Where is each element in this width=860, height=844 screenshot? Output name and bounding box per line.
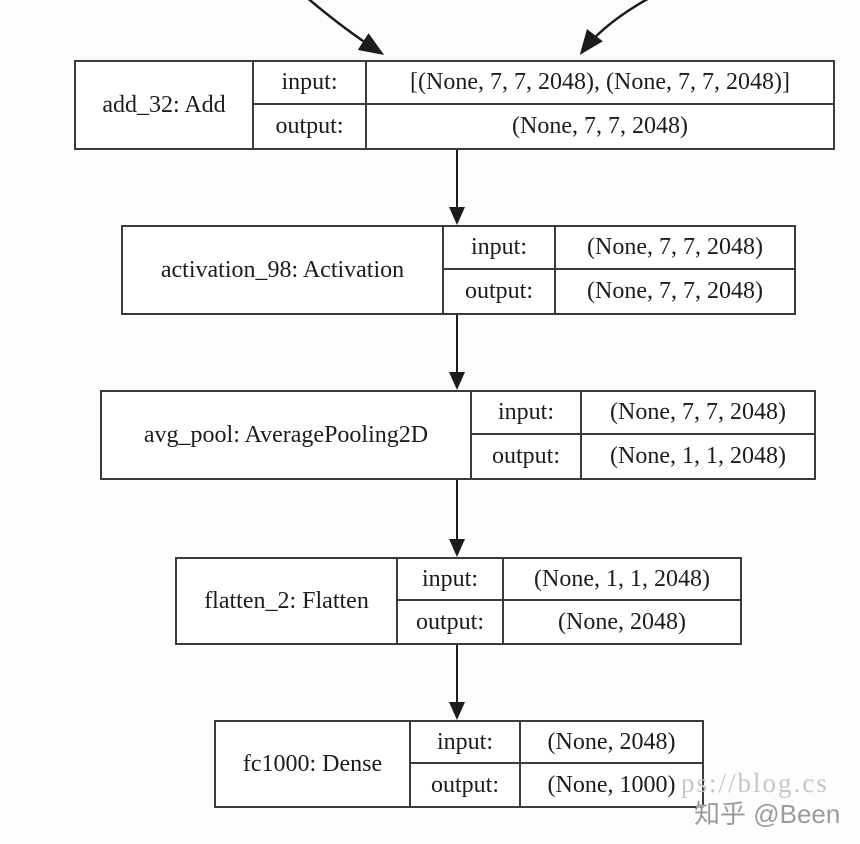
input-label: input: — [252, 62, 367, 105]
arrowhead-icon — [449, 207, 465, 225]
output-shape: (None, 7, 7, 2048) — [512, 113, 688, 139]
layer-node-flatten-2: flatten_2: Flatten input: (None, 1, 1, 2… — [175, 557, 742, 645]
output-label: output: — [442, 270, 556, 313]
layer-name: add_32: Add — [102, 91, 226, 118]
output-label: output: — [409, 764, 521, 806]
edge-activation-to-avgpool — [456, 315, 458, 373]
output-shape: (None, 1, 1, 2048) — [610, 443, 786, 469]
edge-incoming-left — [307, 0, 385, 56]
layer-name: fc1000: Dense — [242, 750, 383, 777]
layer-node-add-32: add_32: Add input: [(None, 7, 7, 2048), … — [74, 60, 835, 150]
credit-watermark: 知乎 @Been — [694, 799, 841, 829]
edge-avgpool-to-flatten — [456, 480, 458, 540]
arrowhead-icon — [449, 372, 465, 390]
output-label: output: — [396, 601, 504, 643]
url-watermark: ps://blog.cs — [681, 768, 829, 798]
layer-name: activation_98: Activation — [160, 256, 405, 283]
input-shape: (None, 1, 1, 2048) — [504, 559, 740, 601]
input-label: input: — [409, 722, 521, 764]
output-shape: (None, 1000) — [547, 771, 676, 798]
edge-flatten-to-fc1000 — [456, 645, 458, 703]
output-shape: (None, 7, 7, 2048) — [587, 278, 763, 304]
layer-node-fc1000: fc1000: Dense input: (None, 2048) output… — [214, 720, 704, 808]
output-label: output: — [470, 435, 582, 478]
output-shape: (None, 2048) — [558, 608, 686, 635]
arrowhead-icon — [449, 539, 465, 557]
input-shape: (None, 2048) — [521, 722, 702, 764]
arrowhead-icon — [449, 702, 465, 720]
layer-node-avg-pool: avg_pool: AveragePooling2D input: (None,… — [100, 390, 816, 480]
layer-node-activation-98: activation_98: Activation input: (None, … — [121, 225, 796, 315]
edge-add-to-activation — [456, 150, 458, 208]
input-shape: [(None, 7, 7, 2048), (None, 7, 7, 2048)] — [367, 62, 833, 105]
input-shape: (None, 7, 7, 2048) — [582, 392, 814, 435]
input-label: input: — [470, 392, 582, 435]
input-shape: (None, 7, 7, 2048) — [556, 227, 794, 270]
incoming-edges — [307, 0, 649, 56]
input-label: input: — [396, 559, 504, 601]
layer-name: flatten_2: Flatten — [204, 587, 369, 614]
edge-incoming-right — [579, 0, 649, 55]
layer-name: avg_pool: AveragePooling2D — [143, 421, 429, 448]
output-label: output: — [252, 105, 367, 148]
input-label: input: — [442, 227, 556, 270]
